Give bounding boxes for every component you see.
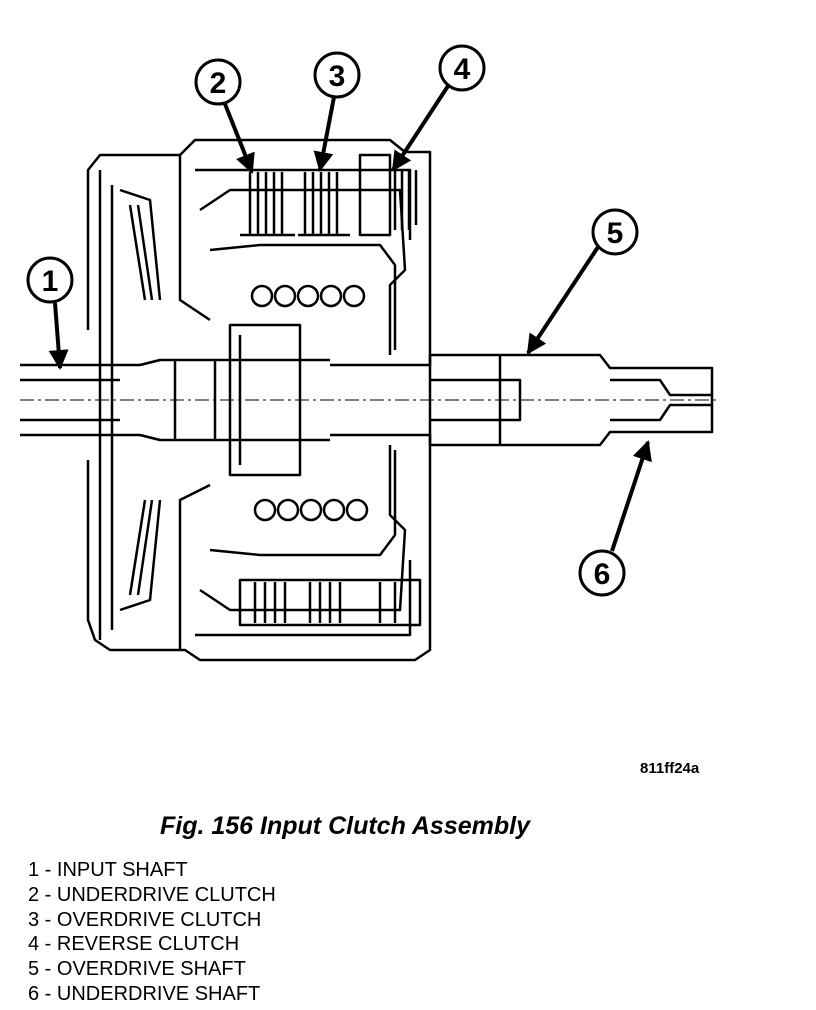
- legend-item: 3 - OVERDRIVE CLUTCH: [28, 908, 262, 931]
- overdrive-clutch-pack: [298, 172, 350, 237]
- svg-text:4: 4: [454, 53, 471, 86]
- ball-checks-upper: [250, 284, 366, 308]
- input-clutch-diagram: 1 2 3 4 5 6: [20, 44, 720, 662]
- legend-item: 2 - UNDERDRIVE CLUTCH: [28, 883, 276, 906]
- legend-item: 6 - UNDERDRIVE SHAFT: [28, 982, 261, 1005]
- svg-text:2: 2: [210, 67, 227, 100]
- underdrive-clutch-pack: [240, 172, 295, 237]
- legend-item: 5 - OVERDRIVE SHAFT: [28, 958, 246, 981]
- reverse-clutch-pack: [358, 153, 418, 237]
- svg-text:3: 3: [329, 60, 346, 93]
- piston-retainers: [119, 188, 407, 612]
- legend-item: 4 - REVERSE CLUTCH: [28, 933, 240, 956]
- ball-checks-lower: [253, 498, 369, 522]
- callout-4: 4: [391, 44, 486, 172]
- legend-item: 1 - INPUT SHAFT: [28, 859, 188, 881]
- lower-clutch-packs: [238, 578, 422, 627]
- legend: 1 - INPUT SHAFT 2 - UNDERDRIVE CLUTCH 3 …: [28, 858, 276, 1007]
- figure-title: Fig. 156 Input Clutch Assembly: [160, 812, 530, 840]
- callout-5: 5: [526, 208, 639, 355]
- figure-code: 811ff24a: [640, 760, 700, 777]
- callout-6: 6: [578, 440, 652, 597]
- svg-text:5: 5: [607, 217, 624, 250]
- callout-3: 3: [313, 51, 361, 172]
- callout-2: 2: [194, 58, 255, 174]
- callout-1: 1: [26, 256, 74, 370]
- svg-text:1: 1: [42, 265, 59, 298]
- svg-text:6: 6: [594, 558, 611, 591]
